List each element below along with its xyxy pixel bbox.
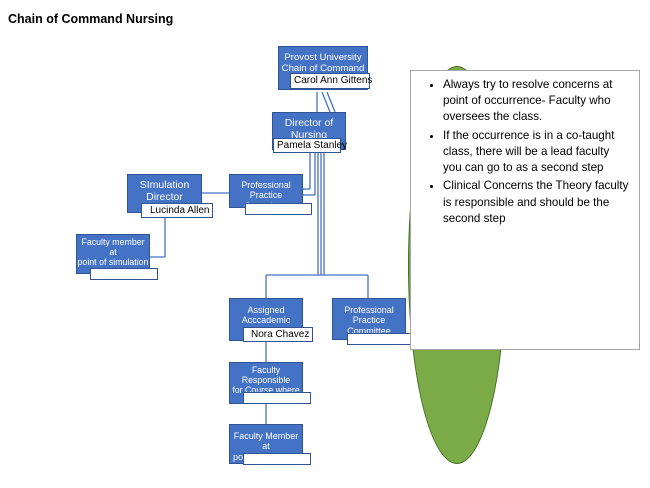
- notes-box: Always try to resolve concerns at point …: [410, 70, 640, 350]
- node-simulation-director-name: Lucinda Allen: [141, 203, 213, 218]
- node-practice-committee-right-name: [347, 333, 413, 345]
- node-academic-director-name: Nora Chavez: [243, 327, 313, 342]
- node-faculty-concern-name: [243, 453, 311, 465]
- node-simulation-director-line-2: Director: [146, 191, 183, 204]
- node-practice-committee-right-line-1: Professional: [344, 305, 394, 315]
- node-faculty-simulation-line-2: point of simulation: [77, 257, 149, 268]
- node-director-nursing-line-1: Director of: [284, 117, 334, 129]
- connector-provost-director-3: [326, 91, 336, 113]
- node-faculty-course-line-1: Faculty Responsible: [241, 365, 291, 386]
- node-faculty-course-line-2: for Course where: [232, 385, 300, 396]
- node-simulation-director: SImulation Director: [127, 174, 202, 213]
- node-academic-director-line-1: Assigned: [247, 305, 285, 315]
- notes-list: Always try to resolve concerns at point …: [419, 77, 631, 227]
- note-item: Always try to resolve concerns at point …: [443, 77, 631, 126]
- node-faculty-simulation-name: [90, 268, 158, 280]
- node-provost-name: Carol Ann Gittens: [290, 73, 372, 89]
- connector-provost-director-2: [321, 91, 331, 113]
- node-faculty-concern-line-1: Faculty Member at: [233, 431, 299, 452]
- node-practice-committee-right-line-2: Practice Committee: [347, 315, 391, 336]
- node-practice-committee-left-name: [245, 203, 312, 215]
- node-practice-committee-left-line-1: Professional: [241, 180, 291, 190]
- note-item: If the occurrence is in a co-taught clas…: [443, 128, 631, 177]
- node-provost-line-1: Provost University: [284, 52, 362, 63]
- note-item: Clinical Concerns the Theory faculty is …: [443, 178, 631, 227]
- node-provost-line-2: Chain of Command: [281, 63, 365, 75]
- node-faculty-simulation-line-1: Faculty member at: [81, 237, 145, 258]
- node-faculty-course-name: [243, 392, 311, 404]
- node-simulation-director-line-1: SImulation: [139, 179, 190, 191]
- node-director-nursing-name: Pamela Stanley: [273, 138, 347, 153]
- page-title: Chain of Command Nursing: [8, 12, 174, 26]
